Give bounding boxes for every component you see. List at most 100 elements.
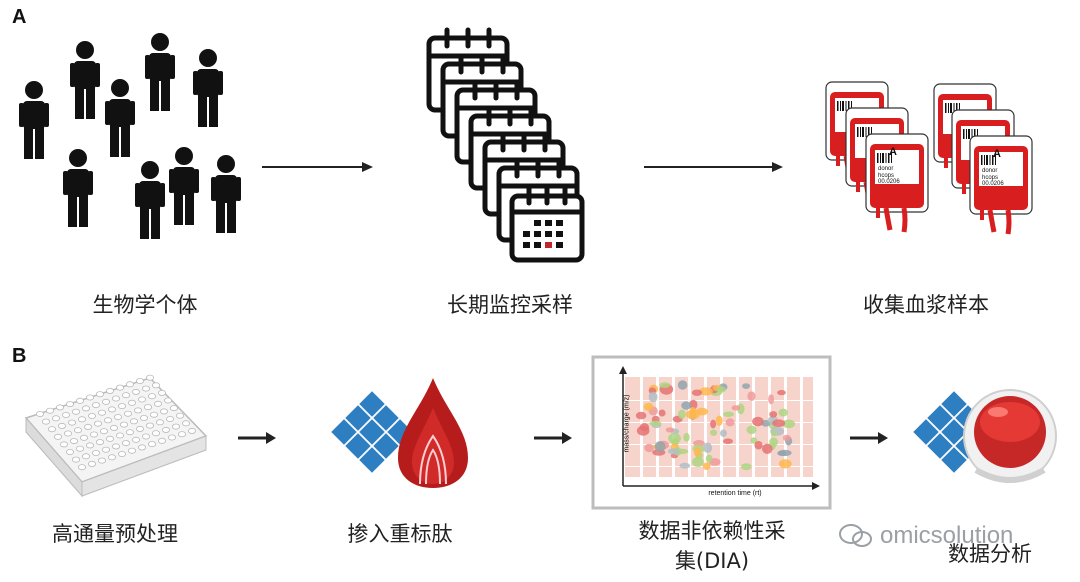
plate-well xyxy=(157,437,166,444)
dia-peptide-spot xyxy=(685,409,700,420)
plate-well xyxy=(78,416,87,423)
plate-well xyxy=(56,404,65,411)
dia-window-band xyxy=(720,377,723,477)
dia-peptide-spot xyxy=(670,442,680,454)
plate-well xyxy=(78,464,87,471)
arrow-right-icon xyxy=(850,432,888,444)
wechat-icon xyxy=(839,524,872,547)
plate-well xyxy=(116,384,125,391)
dia-peptide-spot xyxy=(671,437,679,447)
peptide-tile xyxy=(969,419,995,445)
dia-peptide-spot xyxy=(648,384,659,394)
plate-well xyxy=(126,381,135,388)
step-caption-heavy-peptide-spike: 掺入重标肽 xyxy=(347,522,453,546)
dia-peptide-spot xyxy=(648,387,657,395)
panel-b-label: B xyxy=(12,345,27,367)
blood-bag-text: hcops 00.0206 xyxy=(878,173,900,185)
plate-well xyxy=(84,423,93,430)
plate-well xyxy=(147,441,156,448)
plate-well xyxy=(124,410,133,417)
arrow-right-icon xyxy=(238,432,276,444)
plate-well xyxy=(133,407,142,414)
plate-well xyxy=(92,402,101,409)
peptide-tile xyxy=(373,405,399,431)
plate-well xyxy=(106,435,115,442)
dia-peptide-spot xyxy=(695,407,709,416)
plate-well xyxy=(100,428,109,435)
step-caption-dia-line2: 集(DIA) xyxy=(674,549,750,573)
plate-well xyxy=(72,408,81,415)
dia-peptide-spot xyxy=(691,389,703,396)
dia-window-band xyxy=(625,444,813,445)
dia-window-band xyxy=(640,377,643,477)
dia-peptide-spot xyxy=(742,383,751,389)
plate-well xyxy=(122,392,131,399)
dia-window-band xyxy=(688,377,691,477)
plate-well xyxy=(135,377,144,384)
dia-peptide-spot xyxy=(716,386,726,393)
plate-well xyxy=(70,438,79,445)
dia-window-band xyxy=(625,422,813,423)
dia-peptide-spot xyxy=(670,428,680,435)
plate-well xyxy=(165,415,174,422)
dia-peptide-spot xyxy=(677,448,689,455)
dia-peptide-spot xyxy=(703,442,713,454)
plate-well xyxy=(96,391,105,398)
peptide-tile xyxy=(941,419,967,445)
dia-chart-xlabel: retention time (rt) xyxy=(708,490,762,497)
plate-well xyxy=(88,412,97,419)
dia-peptide-spot xyxy=(777,450,787,457)
dia-window-band xyxy=(752,377,755,477)
peptide-tile xyxy=(331,419,357,445)
plate-well xyxy=(80,434,89,441)
dia-peptide-spot xyxy=(782,419,796,429)
dia-peptide-spot xyxy=(665,427,675,433)
plate-well xyxy=(163,397,172,404)
dia-peptide-spot xyxy=(710,419,717,429)
plate-well xyxy=(62,411,71,418)
dia-peptide-spot xyxy=(785,436,793,446)
dia-peptide-spot xyxy=(652,444,666,450)
plate-well xyxy=(122,440,131,447)
dia-peptide-spot xyxy=(693,440,705,447)
plate-well xyxy=(42,418,51,425)
blood-bag-letter: A xyxy=(889,146,897,158)
dia-peptide-spot xyxy=(725,418,735,427)
plate-well xyxy=(181,420,190,427)
dia-peptide-spot xyxy=(762,443,773,454)
plate-well xyxy=(118,450,127,457)
dia-peptide-spot xyxy=(649,420,662,427)
dia-peptide-spot xyxy=(654,441,666,452)
plate-well xyxy=(177,431,186,438)
plate-well xyxy=(145,422,154,429)
dia-window-band xyxy=(800,377,803,477)
dia-peptide-spot xyxy=(778,459,792,469)
dia-chart-ylabel: mass/charge (m/z) xyxy=(623,394,631,453)
panel-a-label: A xyxy=(12,6,27,28)
dia-peptide-spot xyxy=(658,409,666,417)
plate-well xyxy=(127,399,136,406)
plate-well xyxy=(48,426,57,433)
dia-peptide-spot xyxy=(672,415,683,423)
blood-bag-icon xyxy=(826,82,1032,234)
dia-peptide-spot xyxy=(683,432,690,442)
plate-well xyxy=(86,394,95,401)
dia-peptide-spot xyxy=(772,419,786,428)
dia-peptide-spot xyxy=(710,429,718,436)
dia-peptide-spot xyxy=(709,458,721,466)
dia-peptide-spot xyxy=(689,409,697,421)
dia-peptide-spot xyxy=(689,399,698,410)
dia-peptide-spot xyxy=(710,385,719,394)
dia-peptide-spot xyxy=(761,420,771,427)
plate-well xyxy=(54,433,63,440)
dia-peptide-spot xyxy=(778,408,789,417)
well-plate-icon xyxy=(24,374,208,498)
plate-well xyxy=(137,396,146,403)
arrow-right-icon xyxy=(262,162,373,172)
plate-well xyxy=(108,454,117,461)
plate-well xyxy=(90,431,99,438)
dia-peptide-spot xyxy=(709,387,723,397)
dia-window-band xyxy=(672,377,675,477)
dia-peptide-spot xyxy=(769,437,778,447)
dia-peptide-spot xyxy=(705,454,713,463)
